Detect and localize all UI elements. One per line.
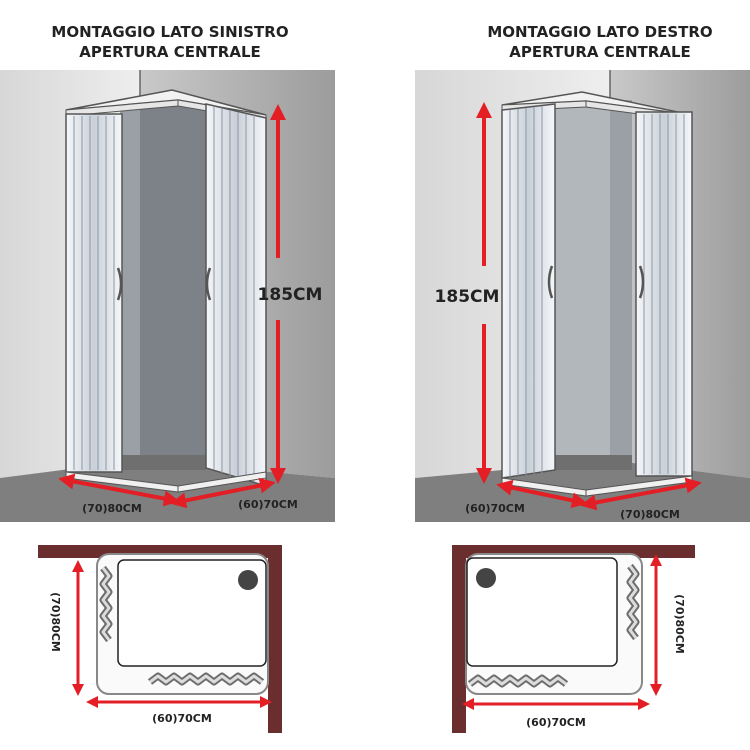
left-side-label: (60)70CM — [238, 498, 298, 511]
right-side-arrow — [580, 477, 702, 511]
left-front-arrow — [58, 473, 180, 507]
left-height-label: 185CM — [258, 285, 323, 305]
right-plan-bottom-label: (60)70CM — [526, 716, 586, 729]
left-panel: MONTAGGIO LATO SINISTRO APERTURA CENTRAL… — [0, 23, 335, 733]
left-title-line1: MONTAGGIO LATO SINISTRO — [51, 23, 288, 41]
left-side-arrow — [170, 477, 276, 509]
right-title-line2: APERTURA CENTRALE — [509, 43, 691, 61]
right-room-scene — [415, 70, 750, 522]
right-panel: MONTAGGIO LATO DESTRO APERTURA CENTRALE — [415, 23, 750, 733]
left-front-label: (70)80CM — [82, 502, 142, 515]
left-plan-side-label: (70)80CM — [49, 592, 62, 652]
right-plan-side-label: (70)80CM — [673, 594, 686, 654]
right-title-line1: MONTAGGIO LATO DESTRO — [487, 23, 712, 41]
right-front-arrow — [496, 479, 588, 509]
right-plan-view — [452, 545, 695, 733]
right-side-label: (70)80CM — [620, 508, 680, 521]
right-height-label: 185CM — [435, 287, 500, 307]
left-plan-view — [38, 545, 282, 733]
left-title-line2: APERTURA CENTRALE — [79, 43, 261, 61]
right-front-label: (60)70CM — [465, 502, 525, 515]
left-plan-bottom-label: (60)70CM — [152, 712, 212, 725]
